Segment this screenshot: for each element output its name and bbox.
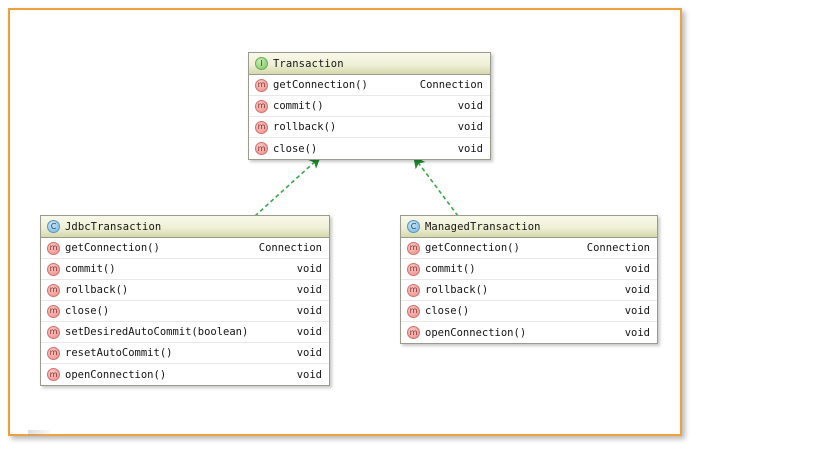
class-name-transaction: Transaction xyxy=(273,57,344,70)
member-type: void xyxy=(296,263,322,275)
class-icon: C xyxy=(47,220,60,233)
member-type: void xyxy=(296,305,322,317)
method-icon: m xyxy=(47,283,60,297)
realization-managed-to-transaction xyxy=(413,156,459,217)
member-row[interactable]: m rollback() void xyxy=(401,280,657,301)
member-name: openConnection() xyxy=(65,368,167,381)
uml-class-jdbctransaction[interactable]: C JdbcTransaction m getConnection() Conn… xyxy=(40,215,330,386)
member-row[interactable]: m getConnection() Connection xyxy=(401,238,657,259)
member-row[interactable]: m openConnection() void xyxy=(41,364,329,385)
member-name: rollback() xyxy=(65,284,129,296)
method-icon: m xyxy=(255,78,268,92)
uml-class-managedtransaction[interactable]: C ManagedTransaction m getConnection() C… xyxy=(400,215,658,344)
member-name: close() xyxy=(65,305,110,317)
member-type: void xyxy=(457,142,483,155)
member-row[interactable]: m getConnection() Connection xyxy=(249,75,490,96)
member-row[interactable]: m close() void xyxy=(249,138,490,159)
member-row[interactable]: m commit() void xyxy=(249,96,490,117)
class-header-managedtransaction: C ManagedTransaction xyxy=(401,216,657,238)
member-name: getConnection() xyxy=(273,79,368,91)
member-type: void xyxy=(296,347,322,359)
member-name: getConnection() xyxy=(65,242,160,254)
method-icon: m xyxy=(47,262,60,276)
interface-icon: I xyxy=(255,57,268,70)
method-icon: m xyxy=(47,368,60,381)
member-name: commit() xyxy=(273,100,324,112)
method-icon: m xyxy=(407,283,420,297)
member-name: resetAutoCommit() xyxy=(65,347,173,359)
member-row[interactable]: m openConnection() void xyxy=(401,322,657,343)
member-row[interactable]: m close() void xyxy=(41,301,329,322)
realization-jdbc-to-transaction xyxy=(254,156,321,217)
class-name-jdbctransaction: JdbcTransaction xyxy=(65,220,162,233)
member-name: rollback() xyxy=(273,121,337,133)
member-type: Connection xyxy=(419,79,483,91)
method-icon: m xyxy=(47,346,60,360)
member-name: commit() xyxy=(425,263,476,275)
member-row[interactable]: m setDesiredAutoCommit(boolean) void xyxy=(41,322,329,343)
member-name: close() xyxy=(273,142,318,155)
member-type: void xyxy=(624,263,650,275)
class-header-transaction: I Transaction xyxy=(249,53,490,75)
member-name: rollback() xyxy=(425,284,489,296)
member-row[interactable]: m rollback() void xyxy=(249,117,490,138)
method-icon: m xyxy=(255,99,268,113)
member-list-managedtransaction: m getConnection() Connection m commit() … xyxy=(401,238,657,343)
member-name: getConnection() xyxy=(425,242,520,254)
method-icon: m xyxy=(407,304,420,318)
method-icon: m xyxy=(47,325,60,339)
member-type: void xyxy=(624,326,650,339)
member-row[interactable]: m getConnection() Connection xyxy=(41,238,329,259)
class-header-jdbctransaction: C JdbcTransaction xyxy=(41,216,329,238)
member-type: Connection xyxy=(586,242,650,254)
member-row[interactable]: m rollback() void xyxy=(41,280,329,301)
member-row[interactable]: m close() void xyxy=(401,301,657,322)
member-name: close() xyxy=(425,305,470,317)
member-name: setDesiredAutoCommit(boolean) xyxy=(65,326,249,338)
member-row[interactable]: m commit() void xyxy=(41,259,329,280)
method-icon: m xyxy=(47,241,60,255)
method-icon: m xyxy=(255,142,268,155)
class-name-managedtransaction: ManagedTransaction xyxy=(425,220,541,233)
member-type: void xyxy=(296,326,322,338)
method-icon: m xyxy=(407,241,420,255)
member-type: Connection xyxy=(258,242,322,254)
member-name: openConnection() xyxy=(425,326,527,339)
member-type: void xyxy=(624,284,650,296)
member-type: void xyxy=(624,305,650,317)
member-list-jdbctransaction: m getConnection() Connection m commit() … xyxy=(41,238,329,385)
member-row[interactable]: m resetAutoCommit() void xyxy=(41,343,329,364)
member-row[interactable]: m commit() void xyxy=(401,259,657,280)
canvas-corner-artifact xyxy=(28,430,50,436)
diagram-canvas[interactable]: Transaction --> Transaction --> I Transa… xyxy=(8,8,682,436)
method-icon: m xyxy=(255,120,268,134)
member-type: void xyxy=(457,100,483,112)
member-type: void xyxy=(296,368,322,381)
method-icon: m xyxy=(47,304,60,318)
method-icon: m xyxy=(407,326,420,339)
class-icon: C xyxy=(407,220,420,233)
member-type: void xyxy=(296,284,322,296)
uml-class-transaction[interactable]: I Transaction m getConnection() Connecti… xyxy=(248,52,491,160)
member-list-transaction: m getConnection() Connection m commit() … xyxy=(249,75,490,159)
method-icon: m xyxy=(407,262,420,276)
member-type: void xyxy=(457,121,483,133)
member-name: commit() xyxy=(65,263,116,275)
